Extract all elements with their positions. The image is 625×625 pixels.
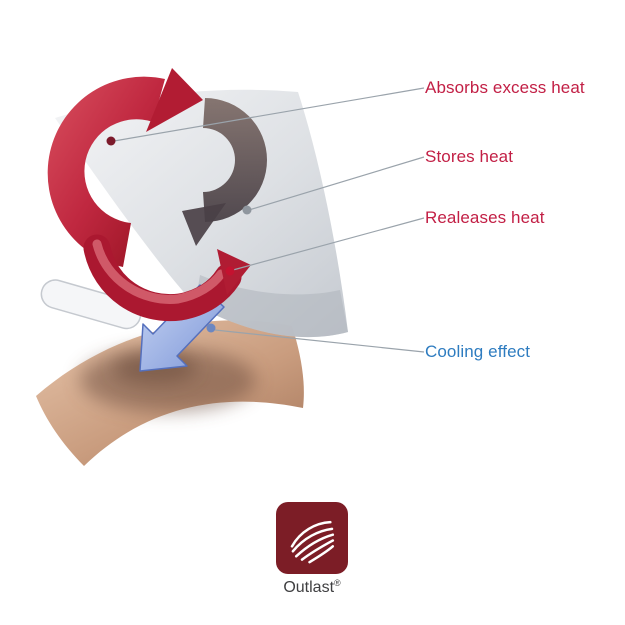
leader-line-cooling (214, 329, 425, 353)
leader-line-stores (248, 156, 425, 211)
releases-dot (225, 266, 235, 276)
tube (40, 279, 142, 330)
label-stores-heat: Stores heat (425, 147, 514, 166)
store-arrowhead (182, 203, 226, 246)
label-releases-heat: Realeases heat (425, 208, 545, 227)
label-absorbs-heat: Absorbs excess heat (425, 78, 585, 97)
registered-mark: ® (334, 578, 341, 588)
swoosh-curve-3 (294, 533, 335, 558)
ring-band (47, 76, 165, 268)
swoosh-curve-5 (308, 545, 335, 564)
swoosh-curve-1 (290, 520, 332, 548)
phase-change-tube (40, 279, 142, 330)
leader-line-absorbs (113, 87, 425, 142)
stores-dot (242, 205, 252, 215)
leader-lines (113, 87, 425, 353)
label-cooling-effect: Cooling effect (425, 342, 531, 361)
release-arrow-highlight (92, 239, 226, 304)
leader-dots (106, 136, 252, 333)
swoosh-curve-4 (300, 539, 335, 561)
outlast-logo (276, 502, 348, 574)
cooling-dot (206, 323, 216, 333)
heat-cycle-ring (47, 68, 203, 268)
ring-arrowhead (146, 68, 203, 132)
stores-heat-arrow (182, 98, 267, 246)
outlast-logo-swoosh-icon (290, 520, 335, 564)
absorbs-dot (106, 136, 116, 146)
swoosh-curve-2 (291, 527, 334, 553)
outlast-wordmark-text: Outlast (283, 579, 335, 596)
outlast-wordmark: Outlast® (252, 578, 372, 597)
store-arrow-band (203, 98, 267, 222)
leader-line-releases (232, 217, 425, 271)
